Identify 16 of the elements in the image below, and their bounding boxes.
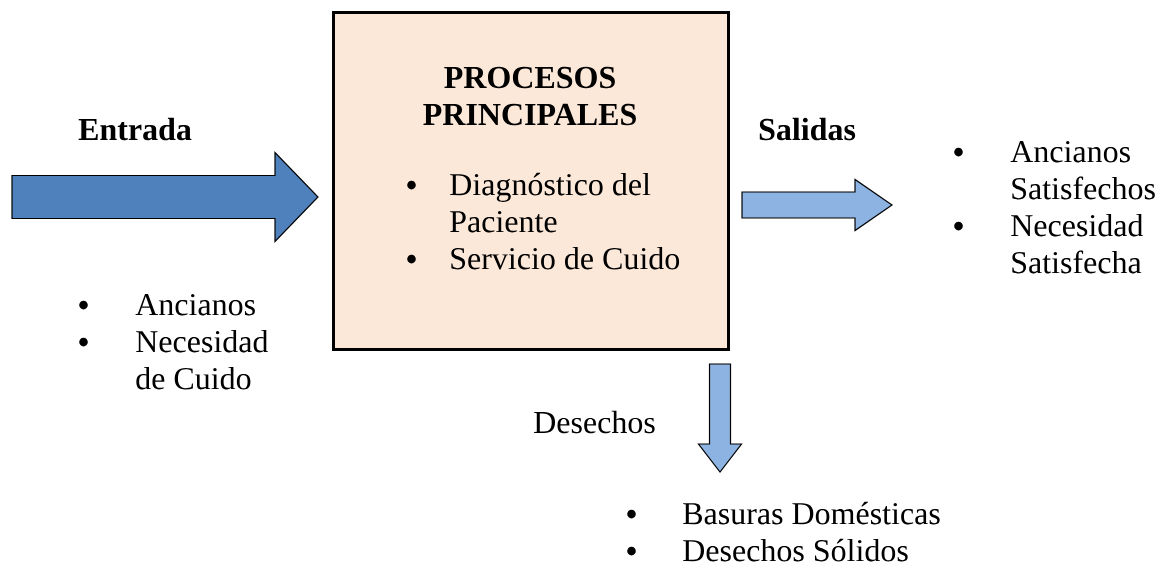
list-item: Diagnóstico del Paciente — [450, 172, 651, 233]
block-arrow — [741, 178, 894, 232]
block-arrow — [697, 363, 743, 473]
list-item: Ancianos Satisfechos — [1010, 140, 1155, 200]
list-item: Ancianos — [135, 293, 255, 316]
edge-label: Entrada — [78, 117, 192, 141]
edge-label: Desechos — [534, 410, 655, 434]
box-title: PROCESOS PRINCIPALES — [423, 66, 636, 126]
list-item: Servicio de Cuido — [451, 246, 680, 270]
edge-label: Salidas — [759, 117, 856, 141]
process-box — [332, 11, 730, 351]
list-item: Necesidad de Cuido — [136, 329, 269, 390]
list-item: Basuras Domésticas — [683, 501, 940, 525]
list-item: Desechos Sólidos — [683, 538, 908, 562]
list-item: Necesidad Satisfecha — [1011, 213, 1144, 274]
block-arrow — [11, 151, 319, 243]
